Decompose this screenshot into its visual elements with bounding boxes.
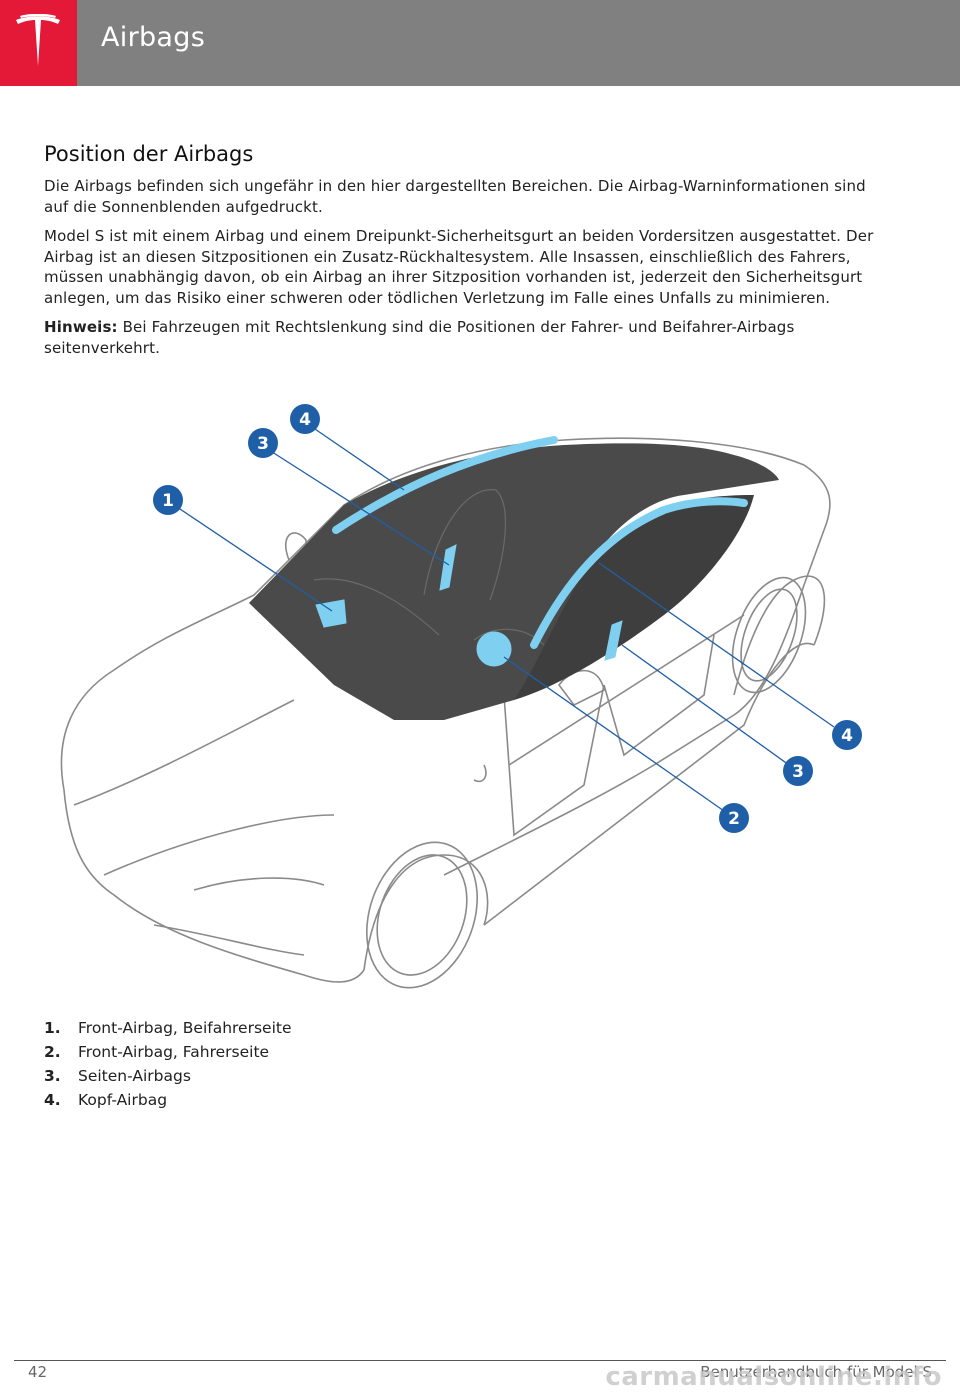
airbag-legend: 1.Front-Airbag, Beifahrerseite 2.Front-A… [44,1016,644,1112]
callout-2: 2 [719,803,749,833]
page-number: 42 [28,1363,48,1381]
footer-divider [14,1360,946,1361]
section-heading: Position der Airbags [44,142,254,166]
legend-item: 1.Front-Airbag, Beifahrerseite [44,1019,292,1037]
svg-text:4: 4 [299,410,311,430]
driver-front-airbag [476,631,512,667]
svg-text:4: 4 [841,726,853,746]
airbag-diagram: 1 3 4 2 3 4 [44,395,924,1000]
callout-badges: 1 3 4 2 3 4 [153,404,862,833]
note-label: Hinweis: [44,318,118,336]
windshield-roof-glass [249,443,779,720]
svg-text:1: 1 [162,491,174,511]
side-airbag-left [439,544,457,591]
svg-text:2: 2 [728,809,740,829]
callout-4-right: 4 [832,720,862,750]
side-airbag-right [604,620,623,661]
note-text: Bei Fahrzeugen mit Rechtslenkung sind di… [44,318,795,357]
callout-1: 1 [153,485,183,515]
head-airbag-right [530,497,748,649]
seatbelt-paragraph: Model S ist mit einem Airbag und einem D… [44,227,874,307]
svg-text:3: 3 [257,434,269,454]
callout-3-left: 3 [248,428,278,458]
passenger-front-airbag [315,599,347,628]
watermark: carmanualsonline.info [605,1362,942,1392]
side-window-glass [514,495,754,700]
callout-3-right: 3 [783,756,813,786]
callout-4-left: 4 [290,404,320,434]
car-illustration: 1 3 4 2 3 4 [60,404,862,989]
page-title: Airbags [101,22,206,53]
brand-logo-box [0,0,77,86]
legend-item: 2.Front-Airbag, Fahrerseite [44,1043,270,1061]
airbag-zones [315,436,748,667]
legend-item: 4.Kopf-Airbag [44,1091,168,1109]
legend-item: 3.Seiten-Airbags [44,1067,191,1085]
head-airbag-left [332,436,558,534]
intro-paragraph: Die Airbags befinden sich ungefähr in de… [44,177,866,216]
svg-text:3: 3 [792,762,804,782]
main-content: Position der Airbags Die Airbags befinde… [44,142,884,367]
tesla-logo-icon [16,14,60,66]
note-paragraph: Hinweis: Bei Fahrzeugen mit Rechtslenkun… [44,317,884,358]
manual-title: Benutzerhandbuch für Model S [700,1363,932,1381]
callout-lines [173,426,835,812]
page-header: Airbags [0,0,960,86]
